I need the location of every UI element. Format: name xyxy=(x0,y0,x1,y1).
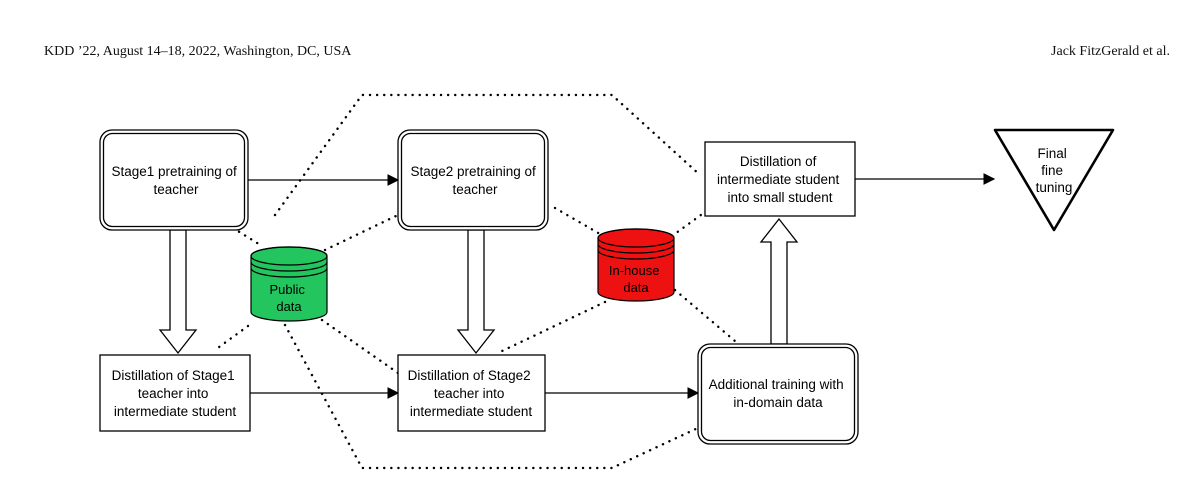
box-distill1-line-3: intermediate student xyxy=(114,404,237,419)
box-stage1-line-2: teacher xyxy=(153,182,199,197)
box-stage2-pretraining: Stage2 pretraining of teacher xyxy=(397,129,549,231)
dotted-inhouse-to-distill-small xyxy=(670,210,707,238)
public-data-line-2: data xyxy=(276,299,302,314)
dotted-public-to-stage2 xyxy=(323,213,400,252)
dotted-public-to-distill2 xyxy=(320,318,400,375)
dotted-inhouse-to-additional xyxy=(673,288,744,349)
box-stage1-pretraining: Stage1 pretraining of teacher xyxy=(99,129,249,231)
inhouse-data-line-1: In-house xyxy=(609,263,660,278)
public-data-line-1: Public xyxy=(269,282,305,297)
box-additional-line-2: in-domain data xyxy=(733,395,823,410)
svg-text:Final fine tuning: Final fine tuning xyxy=(1036,146,1073,195)
block-arrow-stage2-down xyxy=(456,229,496,355)
box-distill2-line-2: teacher into xyxy=(434,386,505,401)
block-arrow-stage1-down xyxy=(158,229,198,355)
box-distill2-line-3: intermediate student xyxy=(410,404,533,419)
box-distill-intermediate-to-small: Distillation of intermediate student int… xyxy=(704,141,856,217)
datastore-public-data: Public data xyxy=(250,246,328,322)
box-additional-line-1: Additional training with xyxy=(709,377,844,392)
dotted-inhouse-to-stage2 xyxy=(553,206,602,236)
box-additional-training: Additional training with in-domain data xyxy=(697,343,859,445)
dotted-inhouse-to-distill2 xyxy=(498,300,607,354)
svg-text:Public data: Public data xyxy=(269,282,308,314)
datastore-inhouse-data: In-house data xyxy=(597,228,675,302)
box-distill-small-line-2: intermediate student xyxy=(717,172,840,187)
solid-arrows xyxy=(248,173,996,399)
box-stage2-line-1: Stage2 pretraining of xyxy=(410,164,536,179)
svg-text:Distillation of Stage1 t: Distillation of Stage1 teacher into inte… xyxy=(112,368,239,419)
running-header-right: Jack FitzGerald et al. xyxy=(1051,44,1170,59)
svg-text:Stage1 pretraining of te: Stage1 pretraining of teacher xyxy=(111,164,240,197)
inhouse-data-line-2: data xyxy=(623,280,649,295)
dotted-public-to-distill1 xyxy=(213,324,250,352)
box-stage2-line-2: teacher xyxy=(452,182,498,197)
final-line-3: tuning xyxy=(1036,180,1073,195)
box-stage1-line-1: Stage1 pretraining of xyxy=(111,164,237,179)
svg-text:In-house data: In-house data xyxy=(609,263,663,295)
box-distill-stage1: Distillation of Stage1 teacher into inte… xyxy=(99,354,251,432)
final-line-2: fine xyxy=(1041,163,1063,178)
box-distill2-line-1: Distillation of Stage2 xyxy=(408,368,531,383)
box-distill1-line-1: Distillation of Stage1 xyxy=(112,368,235,383)
final-line-1: Final xyxy=(1037,146,1066,161)
box-distill1-line-2: teacher into xyxy=(138,386,209,401)
svg-text:Additional training with: Additional training with in-domain data xyxy=(709,377,848,410)
box-distill-stage2: Distillation of Stage2 teacher into inte… xyxy=(397,354,546,432)
running-header-left: KDD ’22, August 14–18, 2022, Washington,… xyxy=(44,44,352,59)
dotted-outline-bottom xyxy=(283,323,702,470)
block-arrow-additional-up xyxy=(759,217,799,345)
svg-text:Distillation of Stage2 t: Distillation of Stage2 teacher into inte… xyxy=(408,368,535,419)
box-distill-small-line-1: Distillation of xyxy=(740,154,817,169)
block-arrows xyxy=(158,217,799,355)
triangle-final-fine-tuning: Final fine tuning xyxy=(993,128,1115,232)
box-distill-small-line-3: into small student xyxy=(727,190,832,205)
svg-text:Distillation of intermed: Distillation of intermediate student int… xyxy=(717,154,843,205)
dotted-connections xyxy=(213,93,744,470)
svg-text:Stage2 pretraining of te: Stage2 pretraining of teacher xyxy=(410,164,539,197)
dotted-public-to-stage1 xyxy=(231,226,264,248)
